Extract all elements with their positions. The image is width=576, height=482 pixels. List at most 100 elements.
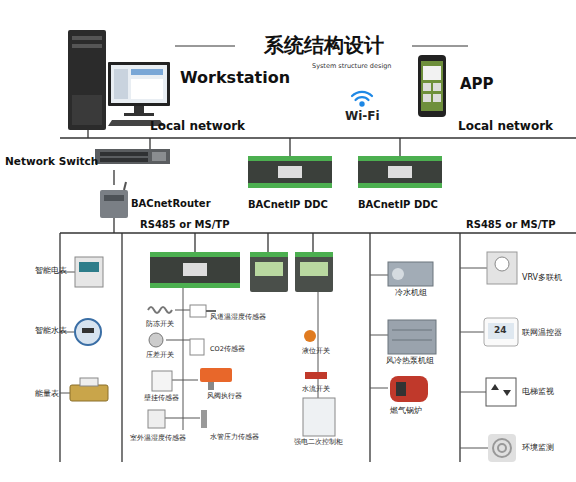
device-node: 智能水表 (33, 315, 108, 351)
diagram-label: RS485 or MS/TP (140, 220, 230, 230)
sensor-icon (148, 410, 165, 428)
device-node: 联网温控器 (480, 313, 572, 351)
device-node: 强电二次控制柜 (294, 395, 366, 450)
plant-icon (388, 320, 436, 354)
ddc-device (248, 183, 332, 188)
device-node: Network Switch (2, 145, 172, 170)
device-node: BACnetRouter (95, 185, 210, 225)
bus-line (87, 130, 88, 138)
meter-icon (82, 328, 94, 333)
terminal-icon (487, 252, 517, 284)
field-wire (175, 310, 190, 311)
sensor-icon (303, 398, 335, 436)
terminal-icon (488, 434, 516, 462)
ddc-device (300, 262, 328, 276)
ddc-device (255, 262, 283, 276)
ddc-device (150, 252, 240, 288)
meter-icon (75, 257, 103, 287)
device-label: 智能水表 (35, 327, 67, 335)
sensor-icon (190, 305, 206, 317)
terminal-icon (484, 318, 518, 346)
field-wire (370, 388, 388, 389)
phone-icon (421, 61, 443, 111)
plant-icon (388, 262, 433, 286)
wifi-icon (360, 102, 363, 105)
device-node: 液位开关 (298, 328, 348, 358)
workstation-icon (114, 69, 128, 99)
sensor-icon (190, 339, 204, 355)
title-rule (175, 46, 235, 47)
device-label: 压差开关 (146, 352, 174, 359)
ddc-device (295, 252, 333, 257)
switch-device (100, 158, 148, 162)
device-label: 电梯监视 (522, 388, 554, 396)
sensor-icon (305, 372, 327, 379)
sensor-icon (201, 410, 207, 428)
workstation-icon (72, 36, 102, 40)
device-label: 环境监测 (522, 444, 554, 452)
field-wire (165, 418, 200, 419)
bus-line (289, 138, 290, 156)
title-rule (412, 46, 468, 47)
meter-icon (70, 257, 108, 401)
terminal-icon (484, 252, 518, 462)
device-node: 水流开关 (298, 368, 348, 396)
diagram-label: RS485 or MS/TP (466, 220, 556, 230)
device-label: BACnetRouter (131, 199, 211, 209)
field-wire (60, 393, 70, 394)
ddc-device (248, 156, 332, 188)
device-label: 壁挂传感器 (144, 395, 179, 402)
device-node: 风冷热泵机组 (380, 318, 455, 366)
device-node: 智能电表 (33, 255, 108, 291)
bus-line (399, 138, 400, 156)
plant-icon (392, 268, 404, 280)
device-label: APP (460, 77, 494, 92)
terminal-icon (495, 257, 509, 271)
ddc-device (358, 156, 442, 188)
device-label: VRV多联机 (522, 274, 562, 282)
wifi-icon (352, 92, 372, 106)
device-node: 室外温湿度传感器 (130, 407, 202, 443)
ddc-device (358, 156, 442, 161)
field-wire (460, 392, 486, 393)
device-label: 能量表 (35, 390, 59, 398)
device-label: 风道温湿度传感器 (210, 314, 266, 321)
workstation-icon (72, 44, 102, 48)
device-label: 联网温控器 (522, 329, 562, 337)
device-node: 能量表 (33, 380, 108, 408)
device-node: 冷水机组 (380, 258, 445, 300)
bus-line (459, 233, 460, 462)
bus-line (369, 233, 370, 462)
field-wire (460, 332, 484, 333)
device-node: 电梯监视 (480, 375, 572, 410)
plant-icon (390, 376, 428, 402)
switch-device (152, 152, 166, 161)
device-label: 液位开关 (302, 348, 330, 355)
router-device (104, 195, 124, 201)
field-wire (318, 292, 319, 398)
meter-icon (70, 385, 108, 401)
terminal-icon (486, 378, 516, 406)
plant-icon (396, 382, 406, 396)
phone-icon (423, 83, 431, 91)
device-label: 智能电表 (35, 267, 67, 275)
field-wire (460, 448, 488, 449)
plant-icon (388, 262, 436, 402)
device-label: 风阀执行器 (207, 393, 242, 400)
ddc-device (295, 252, 333, 292)
ddc-device (150, 252, 240, 257)
sensor-icon (208, 382, 214, 390)
field-wire (183, 288, 184, 430)
field-wire (460, 268, 487, 269)
device-label: 冷水机组 (395, 289, 427, 297)
bus-line (194, 233, 195, 252)
ddc-device (183, 263, 207, 276)
device-label: 强电二次控制柜 (294, 439, 343, 446)
device-label: Workstation (180, 70, 290, 86)
device-node: 环境监测 (480, 430, 572, 466)
field-wire (370, 335, 388, 336)
meter-icon (75, 319, 101, 345)
ddc-device (358, 183, 442, 188)
